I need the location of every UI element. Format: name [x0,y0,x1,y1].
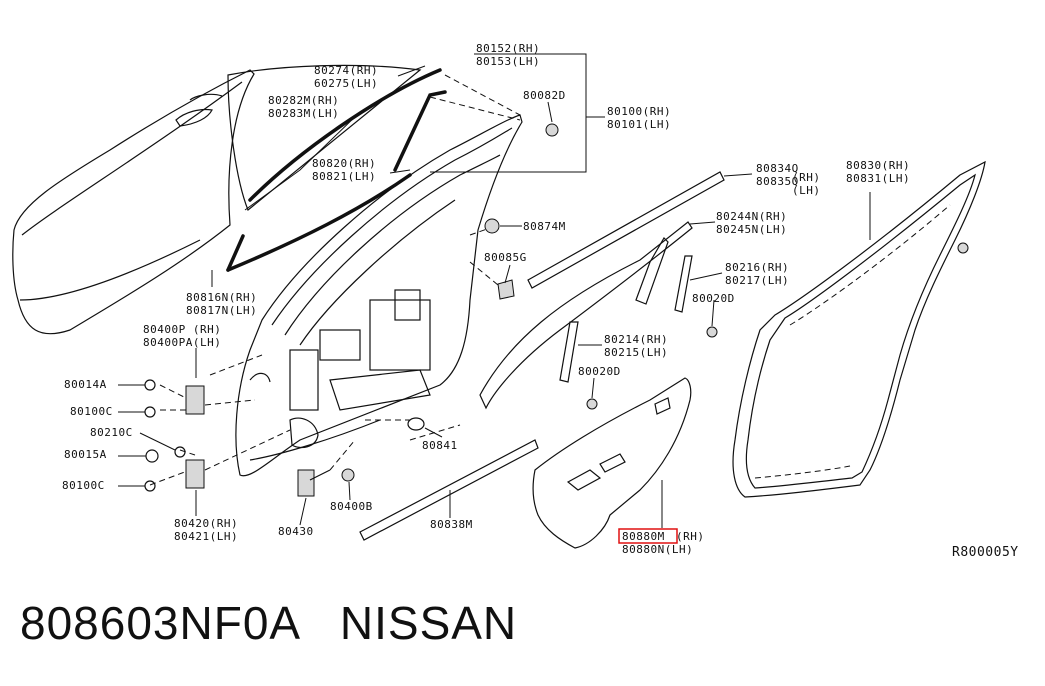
callout-80834q: 80834Q [756,162,799,175]
callout-80880m: 80880M [622,530,665,543]
callout-labels: 80152(RH) 80153(LH) 80274(RH) 60275(LH) … [62,42,1019,560]
callout-80838m: 80838M [430,518,473,531]
callout-80274: 80274(RH) [314,64,378,77]
fasteners [144,123,969,497]
callout-80020d-lower: 80020D [578,365,621,378]
callout-80085g: 80085G [484,251,527,264]
highlight-box-80880m [618,528,678,544]
callout-80835-lh: (LH) [792,184,821,197]
callout-80821: 80821(LH) [312,170,376,183]
door-seal-panel [532,377,692,549]
callout-80101: 80101(LH) [607,118,671,131]
callout-80820: 80820(RH) [312,157,376,170]
callout-80082d: 80082D [523,89,566,102]
callout-80400p: 80400P (RH) [143,323,221,336]
callout-80841: 80841 [422,439,458,452]
callout-80834-rh: (RH) [792,171,821,184]
callout-80275: 60275(LH) [314,77,378,90]
callout-80835q: 80835Q [756,175,799,188]
callout-80817n: 80817N(LH) [186,304,257,317]
reference-code: R800005Y [952,545,1019,560]
callout-80830: 80830(RH) [846,159,910,172]
callout-80420: 80420(RH) [174,517,238,530]
callout-80244n: 80244N(RH) [716,210,787,223]
callout-80216: 80216(RH) [725,261,789,274]
weatherstrip-80816n [226,234,245,272]
callout-80816n: 80816N(RH) [186,291,257,304]
callout-80152: 80152(RH) [476,42,540,55]
callout-80245n: 80245N(LH) [716,223,787,236]
callout-80100c-lower: 80100C [62,479,105,492]
body-weatherstrip [732,160,986,498]
callout-80400b: 80400B [330,500,373,513]
leader-lines [118,53,871,528]
part-number-caption: 808603NF0A NISSAN [20,597,518,649]
callout-80214: 80214(RH) [604,333,668,346]
callout-80831: 80831(LH) [846,172,910,185]
callout-80400pa: 80400PA(LH) [143,336,221,349]
door-inner-frame [235,114,523,477]
callout-80880m-rh: (RH) [676,530,705,543]
callout-80217: 80217(LH) [725,274,789,287]
door-glass [226,64,447,272]
callout-80874m: 80874M [523,220,566,233]
callout-80430: 80430 [278,525,314,538]
callout-80014a: 80014A [64,378,107,391]
callout-80100c-upper: 80100C [70,405,113,418]
callout-80421: 80421(LH) [174,530,238,543]
callout-80153: 80153(LH) [476,55,540,68]
glass-run-80274 [248,68,442,202]
sash-80282m [393,90,447,172]
callout-80880n: 80880N(LH) [622,543,693,556]
door-outer-skin [12,69,255,335]
callout-80283m: 80283M(LH) [268,107,339,120]
callout-80215: 80215(LH) [604,346,668,359]
callout-80282m: 80282M(RH) [268,94,339,107]
leader-dashes [149,74,521,486]
callout-80015a: 80015A [64,448,107,461]
callout-80210c: 80210C [90,426,133,439]
belt-80820 [226,173,412,272]
moldings [359,171,725,541]
callout-80020d-upper: 80020D [692,292,735,305]
callout-80100: 80100(RH) [607,105,671,118]
